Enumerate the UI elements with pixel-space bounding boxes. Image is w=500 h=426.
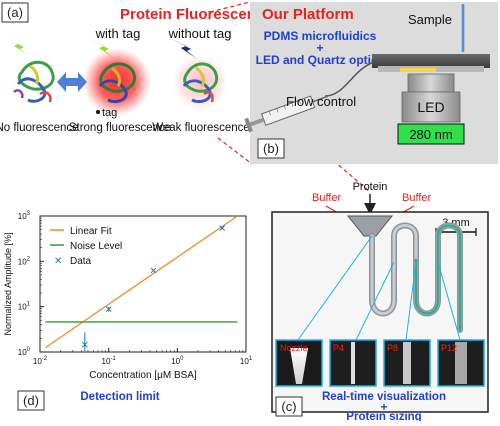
caption-line2: Protein sizing bbox=[346, 411, 421, 421]
data-point bbox=[150, 267, 157, 274]
thumbnail-label: Nozzle bbox=[280, 343, 308, 353]
legend-swatch-data: ✕ bbox=[54, 256, 62, 267]
serpentine-channel bbox=[369, 222, 463, 333]
lightning-bolt-icon bbox=[3, 36, 30, 56]
chart-plot-area bbox=[39, 215, 247, 353]
panel-a-label-box bbox=[1, 2, 29, 23]
protein-structure-icon bbox=[182, 62, 219, 104]
data-point bbox=[82, 341, 88, 348]
led-lens bbox=[407, 73, 455, 93]
protein-structure-icon bbox=[98, 62, 137, 104]
panel-c-label: (c) bbox=[281, 399, 296, 414]
panel-a: (a) Protein Fluorescence with tag withou… bbox=[0, 2, 273, 134]
legend-noise-level: Noise Level bbox=[70, 241, 122, 252]
thumbnail-p12: P12 bbox=[437, 339, 485, 387]
chip-channel-glow bbox=[400, 68, 436, 72]
chart-marks bbox=[45, 215, 238, 352]
tag-dot bbox=[96, 110, 100, 114]
led-body bbox=[401, 91, 461, 123]
x-axis-label: Concentration [μM BSA] bbox=[89, 370, 197, 381]
our-platform-title: Our Platform bbox=[262, 6, 354, 23]
panel-b: Our Platform PDMS microfluidics + LED an… bbox=[244, 2, 498, 164]
panel-b-label-box bbox=[257, 138, 285, 159]
thumbnail-label: P4 bbox=[333, 343, 344, 353]
legend-data: Data bbox=[70, 256, 92, 267]
buffer-right-label: Buffer bbox=[402, 192, 431, 204]
without-tag-label: without tag bbox=[168, 26, 232, 41]
chart-ticks: 10-2 10-1 100 101 100 101 102 103 bbox=[18, 211, 253, 366]
thumbnail-p8: P8 bbox=[383, 339, 431, 387]
weak-fluorescence-label: Weak fluorescence bbox=[152, 122, 250, 134]
pdms-plus: + bbox=[316, 41, 323, 55]
legend-linear-fit: Linear Fit bbox=[70, 226, 112, 237]
flow-control-label: Flow control bbox=[286, 94, 356, 109]
tag-caption: tag bbox=[102, 107, 117, 119]
y-axis-label: Normalized Amplitude [%] bbox=[3, 232, 13, 335]
y-tick-label: 103 bbox=[18, 211, 31, 221]
panel-c-label-box bbox=[275, 396, 303, 417]
thumbnail-nozzle: Nozzle bbox=[275, 339, 323, 387]
protein-fluorescence-title: Protein Fluorescence bbox=[120, 6, 273, 23]
panel-d-label: (d) bbox=[23, 393, 39, 408]
microfluidic-chip bbox=[372, 54, 490, 68]
detection-limit-caption: Detection limit bbox=[80, 391, 159, 403]
connector-dashed-line bbox=[217, 137, 253, 165]
led-label: LED bbox=[417, 99, 444, 115]
pdms-line2: LED and Quartz optics bbox=[256, 53, 385, 67]
lightning-bolt-icon bbox=[170, 38, 197, 59]
panel-c: Protein Buffer Buffer 3 mm Nozzle bbox=[271, 181, 489, 423]
no-fluorescence-label: No fluorescence bbox=[0, 122, 79, 134]
sample-label: Sample bbox=[408, 12, 452, 27]
data-point bbox=[219, 225, 226, 231]
thumbnail-label: P8 bbox=[387, 343, 398, 353]
pointer-line bbox=[297, 235, 373, 341]
caption-plus: + bbox=[381, 402, 388, 414]
thumbnail-label: P12 bbox=[441, 343, 457, 353]
flow-tube bbox=[324, 61, 375, 97]
buffer-left-label: Buffer bbox=[312, 192, 341, 204]
channel-junction bbox=[346, 215, 394, 237]
pdms-line1: PDMS microfluidics bbox=[264, 29, 377, 43]
wavelength-box bbox=[397, 123, 465, 145]
y-tick-label: 101 bbox=[18, 302, 31, 312]
x-tick-label: 10-2 bbox=[33, 356, 48, 366]
caption-line1: Real-time visualization bbox=[322, 391, 446, 403]
protein-structure-icon bbox=[13, 60, 55, 103]
syringe-icon bbox=[244, 95, 328, 133]
y-tick-label: 102 bbox=[18, 256, 31, 266]
pointer-line bbox=[355, 261, 395, 341]
x-tick-label: 101 bbox=[240, 356, 253, 366]
panel-a-label: (a) bbox=[7, 5, 23, 20]
thumbnail-p4: P4 bbox=[329, 339, 377, 387]
protein-label: Protein bbox=[353, 181, 388, 193]
strong-fluorescence-label: Strong fluorescence bbox=[69, 122, 171, 134]
with-tag-label: with tag bbox=[95, 26, 141, 41]
wavelength-label: 280 nm bbox=[409, 127, 452, 142]
panel-b-label: (b) bbox=[263, 141, 279, 156]
chart-legend: Linear Fit Noise Level ✕ Data bbox=[50, 226, 122, 267]
pointer-line bbox=[405, 261, 417, 341]
pointer-line bbox=[437, 261, 461, 341]
y-tick-label: 100 bbox=[18, 347, 31, 357]
x-tick-label: 100 bbox=[171, 356, 184, 366]
panel-d: 10-2 10-1 100 101 100 101 102 103 Concentration… bbox=[3, 211, 253, 411]
panel-d-label-box bbox=[17, 390, 45, 411]
double-arrow-icon bbox=[57, 72, 87, 92]
x-tick-label: 10-1 bbox=[102, 356, 117, 366]
series-linear-fit bbox=[45, 215, 238, 349]
data-point bbox=[105, 306, 112, 313]
